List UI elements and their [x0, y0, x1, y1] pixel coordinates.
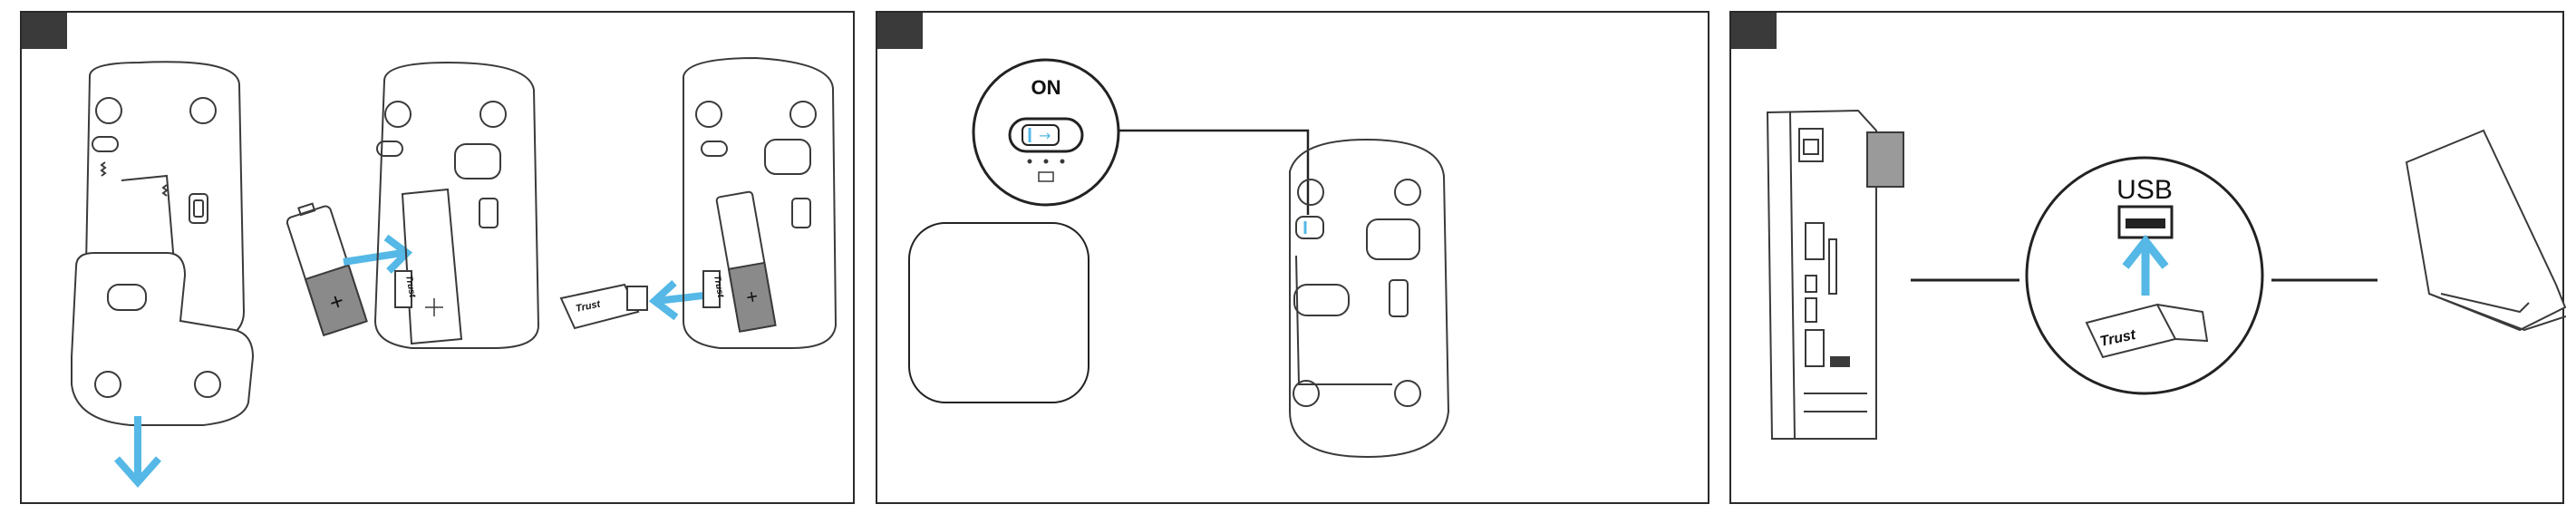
step-1-panel: + Trust Trust: [20, 11, 855, 504]
switch-zoom-callout: ON →: [973, 60, 1119, 205]
step-3-panel: USB Trust: [1729, 11, 2564, 504]
mouse-bottom-battery-slot: Trust: [375, 63, 538, 348]
power-switch-illustration: ON →: [877, 13, 1711, 506]
switch-arrow-icon: →: [1039, 127, 1051, 144]
mouse-bottom-battery-installed: + Trust: [683, 58, 836, 348]
laptop-icon: [2407, 131, 2566, 330]
usb-port-label: USB: [2116, 175, 2173, 205]
arrow-right-icon: [344, 238, 407, 271]
usb-connect-illustration: USB Trust: [1731, 13, 2566, 506]
switch-on-label: ON: [1031, 76, 1061, 99]
battery-install-illustration: + Trust Trust: [22, 13, 857, 506]
battery-cover: [72, 253, 253, 425]
usb-port-callout: USB Trust: [2027, 158, 2262, 393]
usb-receiver-icon: Trust: [561, 285, 647, 328]
step-2-panel: ON →: [876, 11, 1709, 504]
mouse-bottom-switch: [1290, 140, 1448, 457]
battery-icon: +: [284, 199, 366, 335]
desktop-tower-icon: [1767, 111, 1903, 439]
blank-rounded-square: [909, 223, 1089, 402]
